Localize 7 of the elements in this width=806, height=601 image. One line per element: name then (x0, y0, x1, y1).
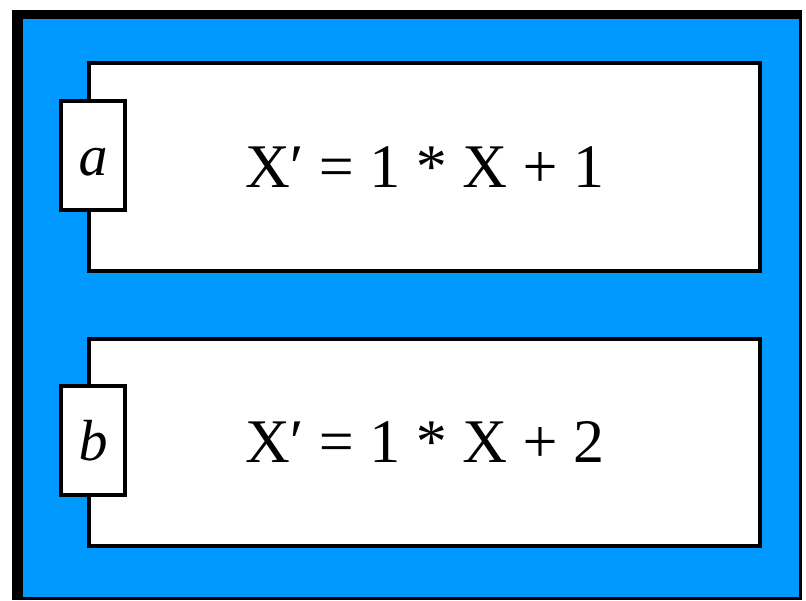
equation-text: X′ = 1 * X + 1 (244, 132, 604, 202)
equation-text: X′ = 1 * X + 2 (244, 407, 604, 478)
background-box (12, 10, 802, 600)
label-tab (59, 99, 127, 212)
tab-label: b (78, 407, 108, 474)
label-tab (59, 384, 127, 497)
tab-label: a (78, 122, 108, 189)
